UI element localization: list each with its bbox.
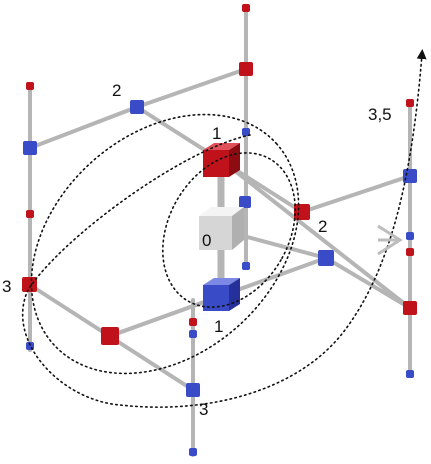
- red-cube: [22, 277, 37, 292]
- top-rod-left: [28, 105, 139, 150]
- label-upper-left-blue: 2: [112, 81, 121, 100]
- blue-cube: [130, 100, 144, 114]
- grey-cube: [199, 216, 232, 250]
- bottom-rod-right: [324, 256, 412, 310]
- cap-red: [189, 318, 197, 326]
- inner-loop: [162, 152, 296, 308]
- label-arrow-tip: 3,5: [368, 105, 392, 124]
- red-cube: [403, 301, 417, 315]
- top-rod-back: [135, 67, 248, 109]
- cap-red: [26, 82, 34, 90]
- rod-front-diag: [219, 158, 412, 310]
- red-cube: [101, 327, 119, 345]
- cap-red: [406, 99, 414, 107]
- blue-cube: [23, 141, 37, 155]
- dotted-paths: [21, 49, 427, 408]
- central-cubes: [199, 143, 244, 311]
- label-bottom-blue: 1: [214, 317, 223, 336]
- rod-center-left: [108, 294, 223, 338]
- outer-spiral-arrow: [21, 49, 427, 408]
- cap-blue: [189, 448, 197, 456]
- label-mid-right-red: 2: [318, 217, 327, 236]
- cap-blue: [406, 370, 414, 378]
- red-cube-large: [203, 150, 229, 177]
- middle-loop: [30, 113, 300, 375]
- blue-cube: [239, 196, 251, 208]
- blue-cube: [318, 250, 334, 266]
- top-rod-front: [300, 174, 412, 214]
- blue-cube: [186, 383, 200, 397]
- small-atoms: [26, 4, 414, 456]
- label-center: 0: [202, 231, 211, 250]
- cap-blue: [242, 262, 250, 270]
- label-top-red: 1: [212, 124, 221, 143]
- red-cube: [294, 204, 310, 220]
- cap-red: [26, 210, 34, 218]
- label-left-red: 3: [2, 277, 11, 296]
- blue-cube: [403, 169, 417, 183]
- cap-blue: [406, 232, 414, 240]
- cap-blue: [189, 330, 197, 338]
- cap-red: [242, 4, 250, 12]
- label-bottom-blue-far: 3: [199, 400, 208, 419]
- cap-blue: [242, 128, 250, 136]
- labels: 0 1 1 2 2 3 3 3,5: [2, 81, 392, 419]
- cap-red: [406, 248, 414, 256]
- medium-atoms: [22, 62, 417, 397]
- red-cube: [239, 62, 253, 76]
